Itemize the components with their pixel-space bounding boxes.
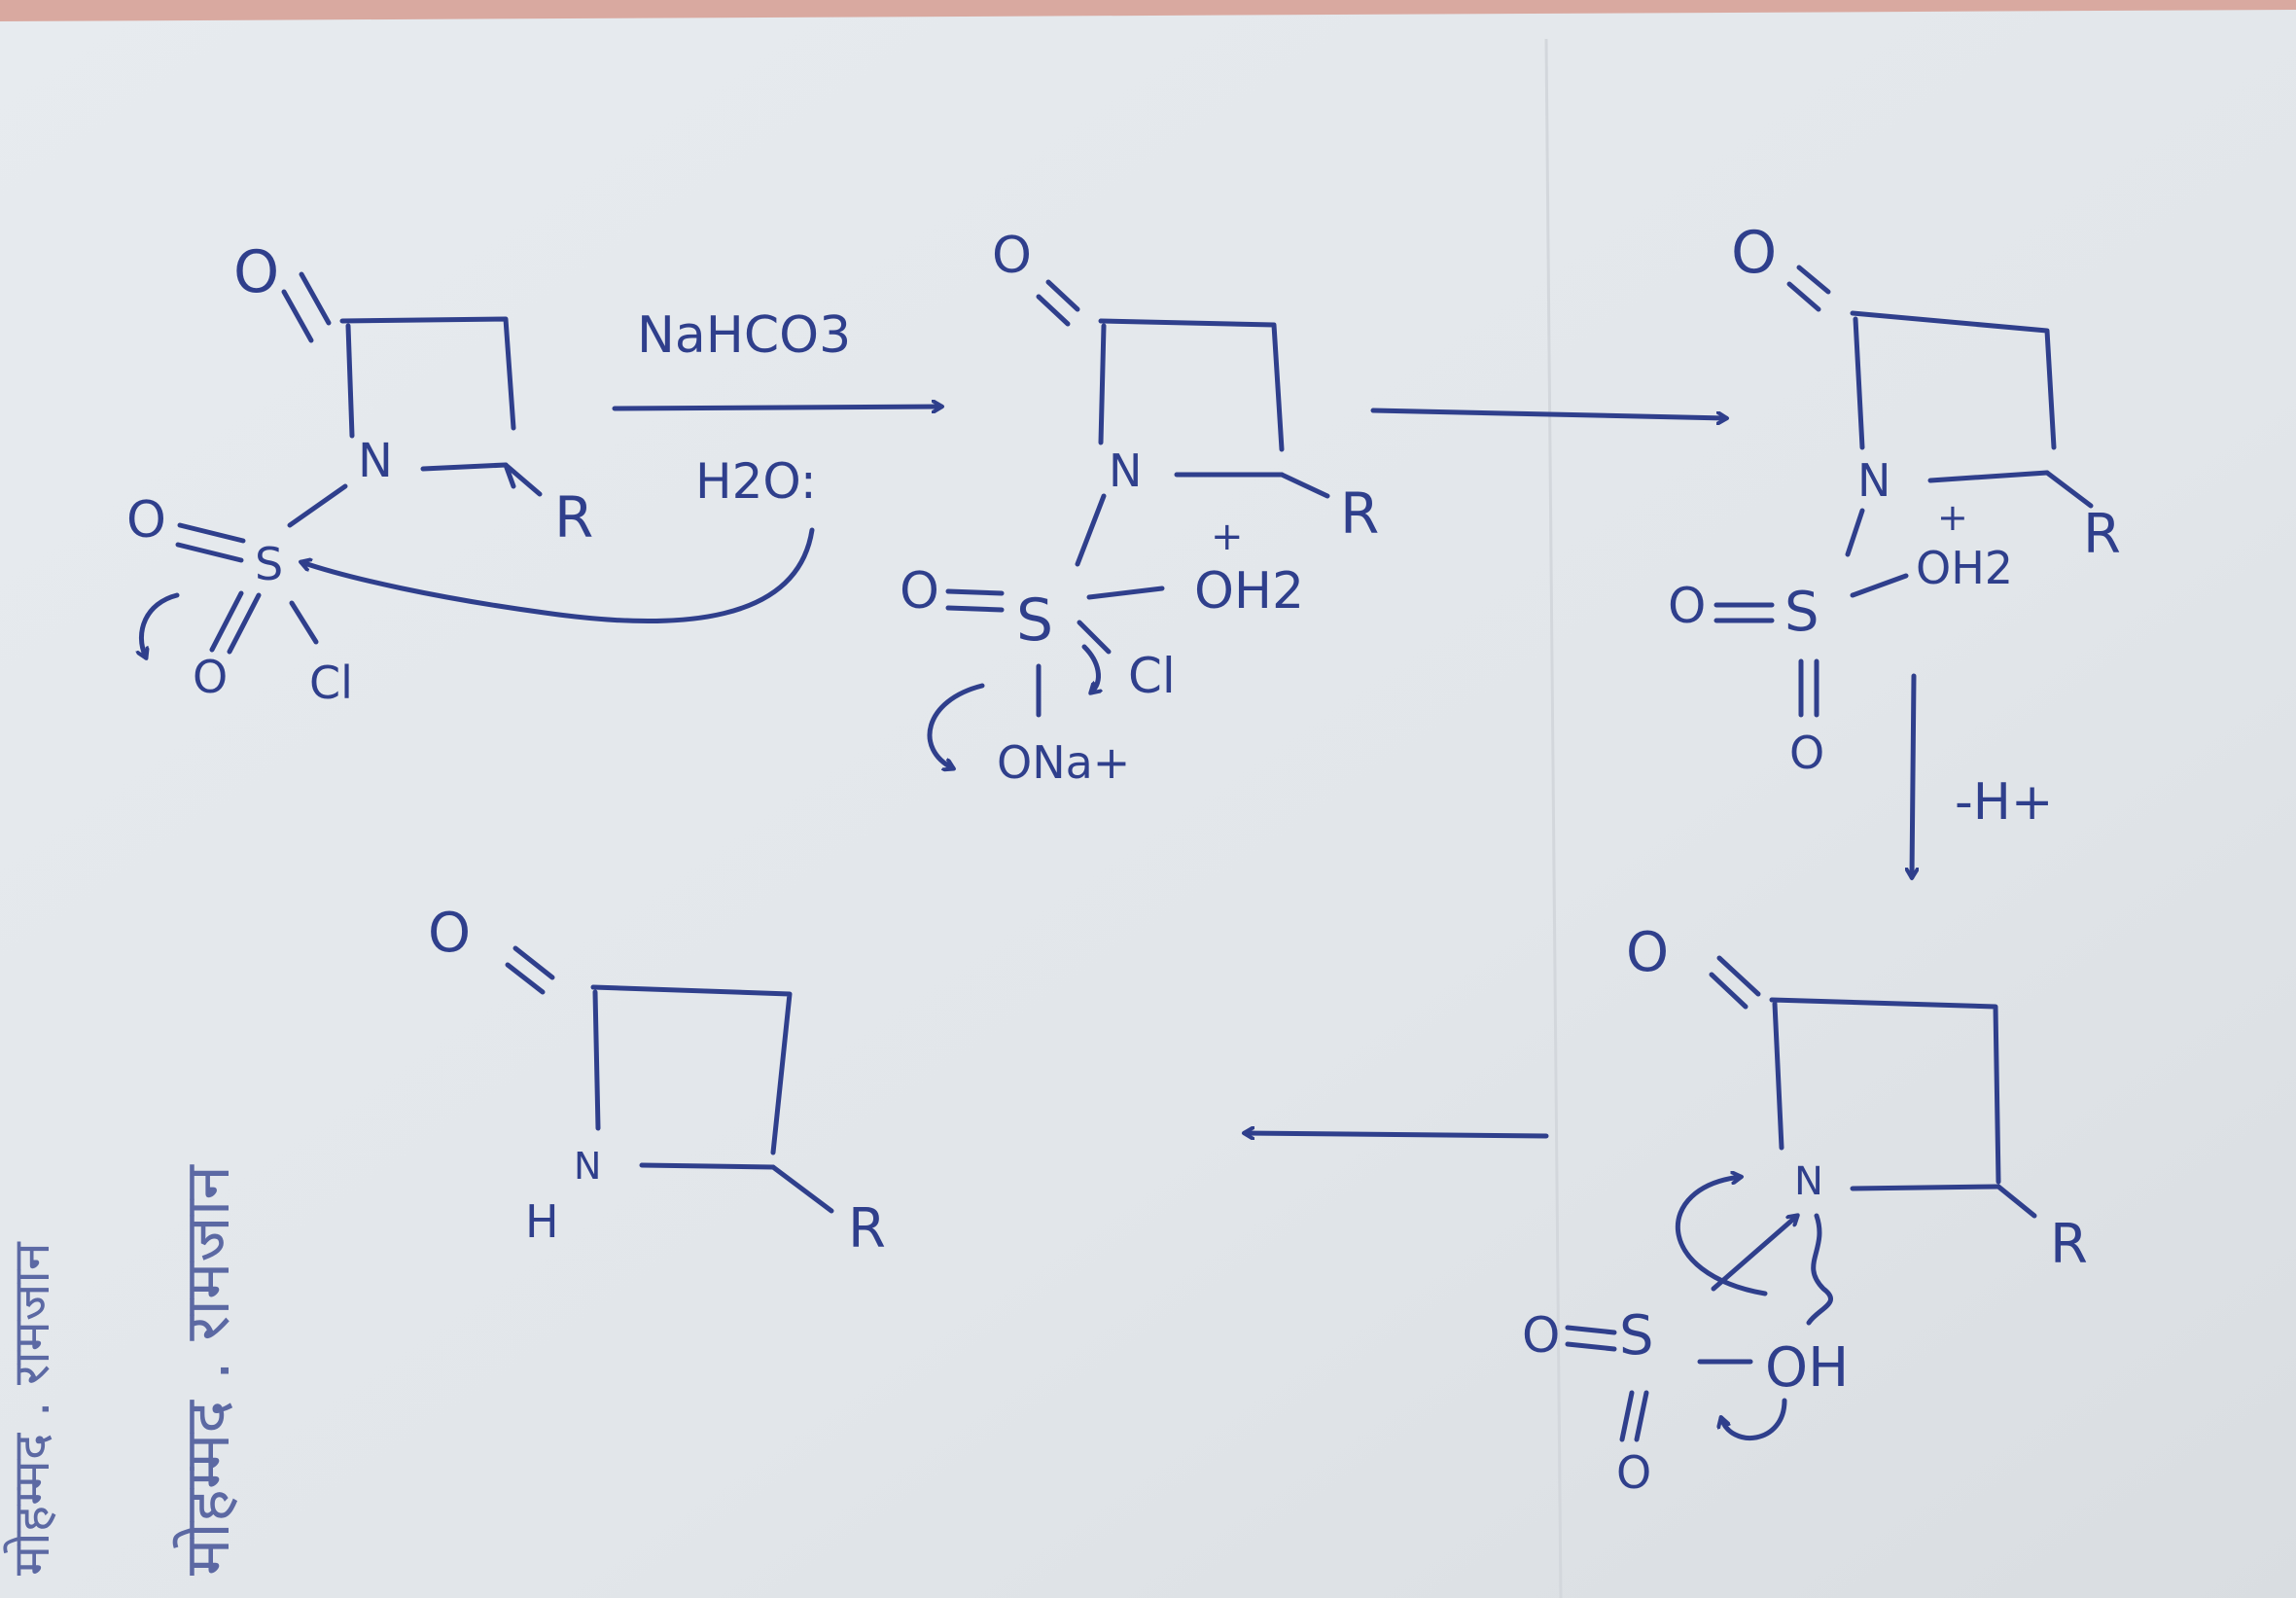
s4-oh-curved-arrow bbox=[1721, 1398, 1787, 1441]
s4-carbonyl-bond bbox=[1709, 955, 1761, 1010]
reaction-arrow-1: NaHCO3 H2O: bbox=[612, 306, 941, 510]
s1-water-attack-arrow bbox=[301, 527, 815, 624]
paper-sheet bbox=[0, 10, 2296, 1598]
s1-nitrogen: N bbox=[358, 434, 393, 488]
reaction-arrow-2 bbox=[1370, 408, 1726, 418]
s2-oh2: OH2 bbox=[1194, 562, 1304, 621]
s4-nitrogen: N bbox=[1794, 1159, 1823, 1204]
s3-carbonyl-bond bbox=[1786, 265, 1831, 312]
structure-1: O N R S O O Cl bbox=[126, 238, 815, 709]
s2-s-oh2-bond bbox=[1086, 586, 1165, 600]
s1-sulfonyl-o-left: O bbox=[126, 491, 166, 550]
paper-fold-line bbox=[1544, 38, 1563, 1598]
s3-r-bond bbox=[2044, 470, 2094, 509]
s2-r: R bbox=[1340, 480, 1379, 547]
s2-chlorine: Cl bbox=[1128, 648, 1176, 704]
s4-ring bbox=[1769, 997, 2001, 1185]
s3-sulfonyl-o-left: O bbox=[1668, 578, 1706, 634]
s3-s-oh2-bond bbox=[1850, 573, 1909, 598]
s1-chlorine: Cl bbox=[309, 657, 353, 709]
s3-ring-bottom bbox=[1927, 470, 2050, 483]
s4-so-double-down bbox=[1619, 1390, 1649, 1442]
s2-nitrogen: N bbox=[1109, 444, 1142, 497]
reagent-water: H2O: bbox=[695, 453, 817, 510]
arrow-1-line bbox=[612, 407, 941, 408]
s1-so-double-down bbox=[209, 590, 262, 655]
reagent-nahco3: NaHCO3 bbox=[637, 306, 851, 365]
s3-so-double-down bbox=[1798, 658, 1819, 718]
s4-ring-bottom bbox=[1850, 1184, 2001, 1191]
s5-ring bbox=[590, 984, 793, 1155]
s2-so-double-left bbox=[945, 588, 1005, 613]
s5-nitrogen: N bbox=[574, 1145, 601, 1188]
margin-text-edge: मोहम्मद . रामजान bbox=[3, 1241, 61, 1576]
s1-carbonyl-o: O bbox=[233, 238, 279, 306]
s2-ona: ONa+ bbox=[997, 736, 1130, 789]
structure-3: O N R S O + OH2 O bbox=[1668, 219, 2121, 779]
s4-r: R bbox=[2050, 1213, 2088, 1276]
structure-2: O N R S O + OH2 Cl ONa+ bbox=[900, 227, 1379, 789]
structure-4: O N R S O OH O bbox=[1522, 921, 2088, 1499]
s4-n-s-cleavage bbox=[1806, 1213, 1833, 1326]
s2-n-s-bond bbox=[1075, 493, 1107, 567]
s3-so-double-left bbox=[1713, 602, 1775, 623]
s5-carbonyl-bond bbox=[505, 945, 555, 995]
s1-sulfonyl-o-down: O bbox=[193, 651, 228, 703]
s4-sulfur: S bbox=[1619, 1304, 1654, 1367]
s2-sulfur: S bbox=[1016, 586, 1053, 655]
s5-ring-bottom bbox=[639, 1162, 776, 1170]
s5-hydrogen: H bbox=[525, 1195, 559, 1248]
s5-r-bond bbox=[770, 1164, 834, 1214]
s4-carbonyl-o: O bbox=[1626, 921, 1669, 984]
s4-sulfonyl-o-left: O bbox=[1522, 1307, 1560, 1364]
s3-oh2: OH2 bbox=[1916, 542, 2013, 594]
s3-sulfur: S bbox=[1784, 581, 1819, 644]
s2-oh2-plus: + bbox=[1211, 515, 1244, 559]
s1-carbonyl-bond bbox=[281, 271, 332, 343]
s3-r: R bbox=[2083, 503, 2121, 566]
arrow-3-line bbox=[1912, 673, 1914, 877]
s1-r: R bbox=[554, 484, 593, 550]
s4-r-bond bbox=[1996, 1184, 2037, 1219]
s4-cross-arrow bbox=[1711, 1216, 1797, 1292]
s5-r: R bbox=[848, 1197, 886, 1261]
s2-s-cl-bond bbox=[1077, 620, 1112, 655]
s1-so-double-left bbox=[175, 522, 246, 563]
proton-loss-label: -H+ bbox=[1955, 773, 2053, 832]
s2-ring bbox=[1098, 318, 1285, 452]
s1-n-s-bond bbox=[287, 483, 348, 528]
s2-cl-leaving-arrow bbox=[1081, 644, 1098, 692]
s3-nitrogen: N bbox=[1857, 454, 1890, 507]
s1-sulfur: S bbox=[255, 538, 283, 590]
structure-5: O N H R bbox=[428, 902, 886, 1261]
s1-ring bbox=[339, 316, 516, 439]
s2-r-bond bbox=[1279, 472, 1330, 499]
s3-carbonyl-o: O bbox=[1731, 219, 1777, 287]
margin-text: मोहम्मद . रामजान bbox=[172, 1164, 244, 1576]
s1-r-bond bbox=[503, 462, 543, 497]
s5-carbonyl-o: O bbox=[428, 902, 471, 965]
s2-carbonyl-bond bbox=[1036, 279, 1080, 327]
s1-curved-arrow-small bbox=[141, 592, 180, 657]
s4-so-double-left bbox=[1565, 1325, 1617, 1352]
s4-sulfonyl-o-down: O bbox=[1616, 1446, 1651, 1499]
s2-sulfonyl-o-left: O bbox=[900, 562, 939, 621]
s4-bond-cleavage-arrow bbox=[1676, 1177, 1768, 1296]
reaction-arrow-4 bbox=[1245, 1133, 1549, 1136]
s3-oh2-plus: + bbox=[1937, 496, 1968, 539]
reaction-arrow-3: -H+ bbox=[1912, 673, 2053, 877]
s2-curved-arrow bbox=[927, 683, 985, 768]
s1-s-cl-bond bbox=[289, 600, 319, 645]
s3-sulfonyl-o-down: O bbox=[1789, 727, 1824, 779]
s3-ring bbox=[1850, 310, 2057, 450]
s2-carbonyl-o: O bbox=[992, 227, 1032, 285]
s3-n-s-bond bbox=[1845, 508, 1865, 557]
s4-oh: OH bbox=[1765, 1336, 1849, 1400]
